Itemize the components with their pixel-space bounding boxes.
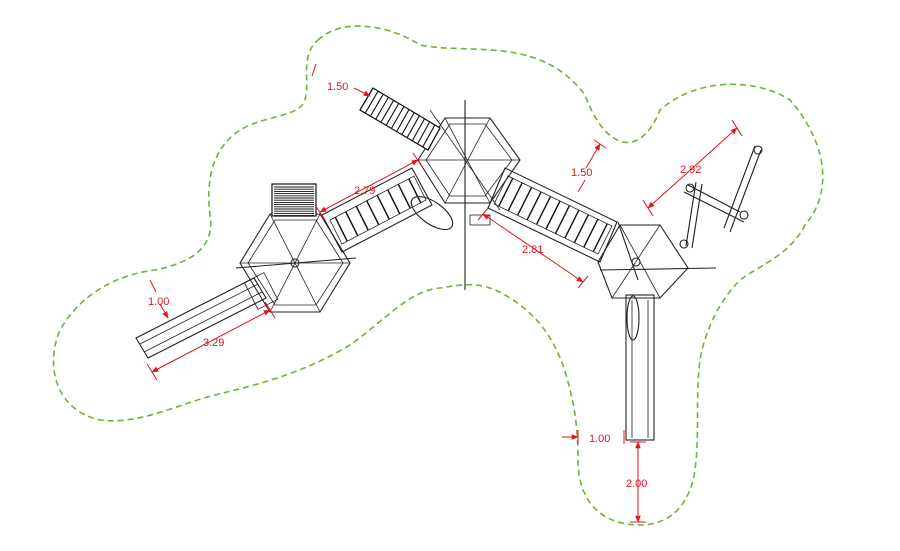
- drawing-stroke: [359, 87, 374, 111]
- drawing-stroke: [564, 209, 580, 239]
- drawing-stroke: [422, 124, 436, 148]
- dimension-label: 1.50: [327, 81, 348, 93]
- drawing-stroke: [554, 205, 571, 234]
- dimension-clearance-slide-bottom-side: 1.00: [562, 430, 625, 445]
- drawing-stroke: [375, 96, 389, 120]
- drawing-stroke: [408, 178, 422, 204]
- drawing-stroke: [385, 103, 400, 126]
- drawing-stroke: [545, 200, 561, 230]
- drawing-stroke: [397, 183, 411, 209]
- dimension-slide-left-length: 3.29: [146, 301, 276, 381]
- drawing-stroke: [364, 90, 379, 114]
- drawing-stroke: [355, 205, 369, 231]
- dimension-label: 1.00: [589, 433, 610, 445]
- right-bridge: [487, 167, 618, 263]
- drawing-stroke: [417, 121, 431, 145]
- top-climbing-wall: [359, 87, 441, 151]
- drawing-stroke: [526, 191, 542, 221]
- right-slide: [625, 294, 655, 441]
- drawing-stroke: [334, 216, 348, 242]
- drawing-stroke: [345, 211, 359, 237]
- dimension-clearance-slide-left: 1.00: [148, 279, 169, 319]
- drawing-stroke: [380, 100, 395, 123]
- playground-equipment: [135, 87, 763, 441]
- dimension-clearance-top-left: 1.50: [311, 63, 371, 97]
- dimension-label: 2.81: [522, 244, 543, 256]
- drawing-stroke: [592, 223, 608, 253]
- left-climbing-wall: [271, 183, 317, 217]
- dimension-label: 2.92: [680, 164, 701, 176]
- dimension-label: 1.50: [571, 167, 592, 179]
- dimension-label: 1.00: [148, 296, 169, 308]
- drawing-stroke: [517, 187, 533, 216]
- drawing-stroke: [376, 194, 390, 220]
- right-tower: [597, 221, 717, 299]
- dimension-swing-width: 2.92: [642, 119, 743, 217]
- drawing-stroke: [406, 115, 420, 138]
- drawing-stroke: [390, 106, 405, 129]
- dimension-label: 2.79: [354, 185, 375, 197]
- dimension-bridge-left: 2.79: [314, 152, 424, 221]
- drawing-stroke: [369, 93, 384, 117]
- drawing-stroke: [411, 118, 426, 142]
- drawing-stroke: [427, 127, 441, 151]
- dimension-annotations: 1.50 2.79 1.50 2.92 2.81: [146, 63, 743, 523]
- safety-zone-outline: [52, 25, 824, 526]
- drawing-stroke: [366, 200, 380, 226]
- drawing-stroke: [401, 112, 415, 135]
- dimension-bridge-right: 2.81: [477, 207, 589, 289]
- drawing-stroke: [573, 214, 589, 243]
- left-tower: [235, 213, 357, 313]
- left-bridge: [321, 167, 433, 253]
- dimension-label: 2.00: [626, 478, 647, 490]
- dimension-label: 3.29: [203, 337, 224, 349]
- dimension-clearance-top-middle: 1.50: [571, 139, 607, 193]
- swing-set: [679, 145, 763, 249]
- drawing-stroke: [396, 109, 410, 132]
- drawing-stroke: [498, 177, 514, 207]
- drawing-stroke: [583, 218, 599, 248]
- drawing-stroke: [535, 196, 552, 225]
- dimension-slide-bottom-runout: 2.00: [626, 441, 647, 523]
- center-tower: [410, 100, 521, 290]
- drawing-stroke: [507, 182, 523, 212]
- drawing-stroke: [387, 189, 401, 215]
